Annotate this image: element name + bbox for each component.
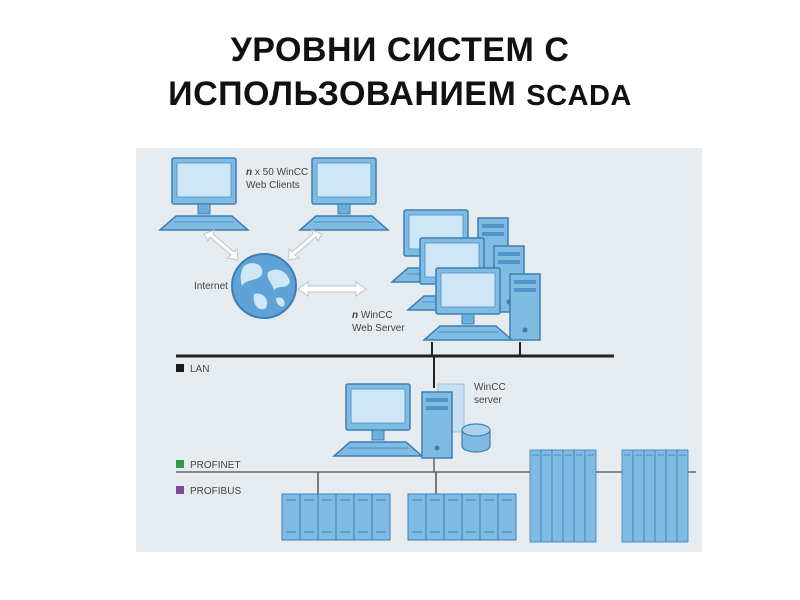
io-rack-left	[529, 449, 597, 543]
web-clients-label-line-2: Web Clients	[246, 180, 300, 191]
legend-profinet: PROFINET	[176, 460, 241, 471]
web-clients-label-line-1: n x 50 WinCC	[246, 167, 308, 178]
wincc-database-icon	[461, 423, 491, 453]
legend-profibus: PROFIBUS	[176, 486, 241, 497]
wincc-server-label-line-1: WinCC	[474, 382, 506, 393]
legend-profinet-swatch	[176, 460, 184, 468]
internet-label: Internet	[194, 281, 228, 292]
legend-lan-label: LAN	[190, 364, 209, 375]
io-rack-right	[621, 449, 689, 543]
web-server-monitor-3	[423, 267, 513, 341]
plc-station-right	[407, 493, 517, 541]
arrow-internet-webserver	[297, 281, 367, 297]
web-server-tower-3	[509, 273, 541, 341]
title-line-2-suffix: SCADA	[526, 80, 632, 112]
legend-profinet-label: PROFINET	[190, 460, 241, 471]
legend-profibus-label: PROFIBUS	[190, 486, 241, 497]
scada-network-diagram: n x 50 WinCC Web Clients Internet n WinC…	[136, 148, 702, 552]
wincc-server-monitor	[333, 383, 423, 457]
legend-lan: LAN	[176, 364, 209, 375]
web-client-computer-right	[299, 157, 389, 231]
web-server-label-line-2: Web Server	[352, 323, 405, 334]
legend-lan-swatch	[176, 364, 184, 372]
internet-globe-icon	[231, 253, 297, 319]
arrow-client-left-internet	[203, 229, 239, 261]
legend-profibus-swatch	[176, 486, 184, 494]
arrow-client-right-internet	[287, 229, 323, 261]
title-line-1: УРОВНИ СИСТЕМ С	[230, 31, 570, 69]
title-line-2: ИСПОЛЬЗОВАНИЕМ SCADA	[0, 72, 800, 118]
wincc-server-tower	[421, 383, 465, 459]
wincc-server-label-line-2: server	[474, 395, 502, 406]
plc-station-left	[281, 493, 391, 541]
web-client-computer-left	[159, 157, 249, 231]
slide-title: УРОВНИ СИСТЕМ С ИСПОЛЬЗОВАНИЕМ SCADA	[0, 28, 800, 118]
title-line-2-main: ИСПОЛЬЗОВАНИЕМ	[168, 75, 527, 113]
web-server-label-line-1: n WinCC	[352, 310, 393, 321]
